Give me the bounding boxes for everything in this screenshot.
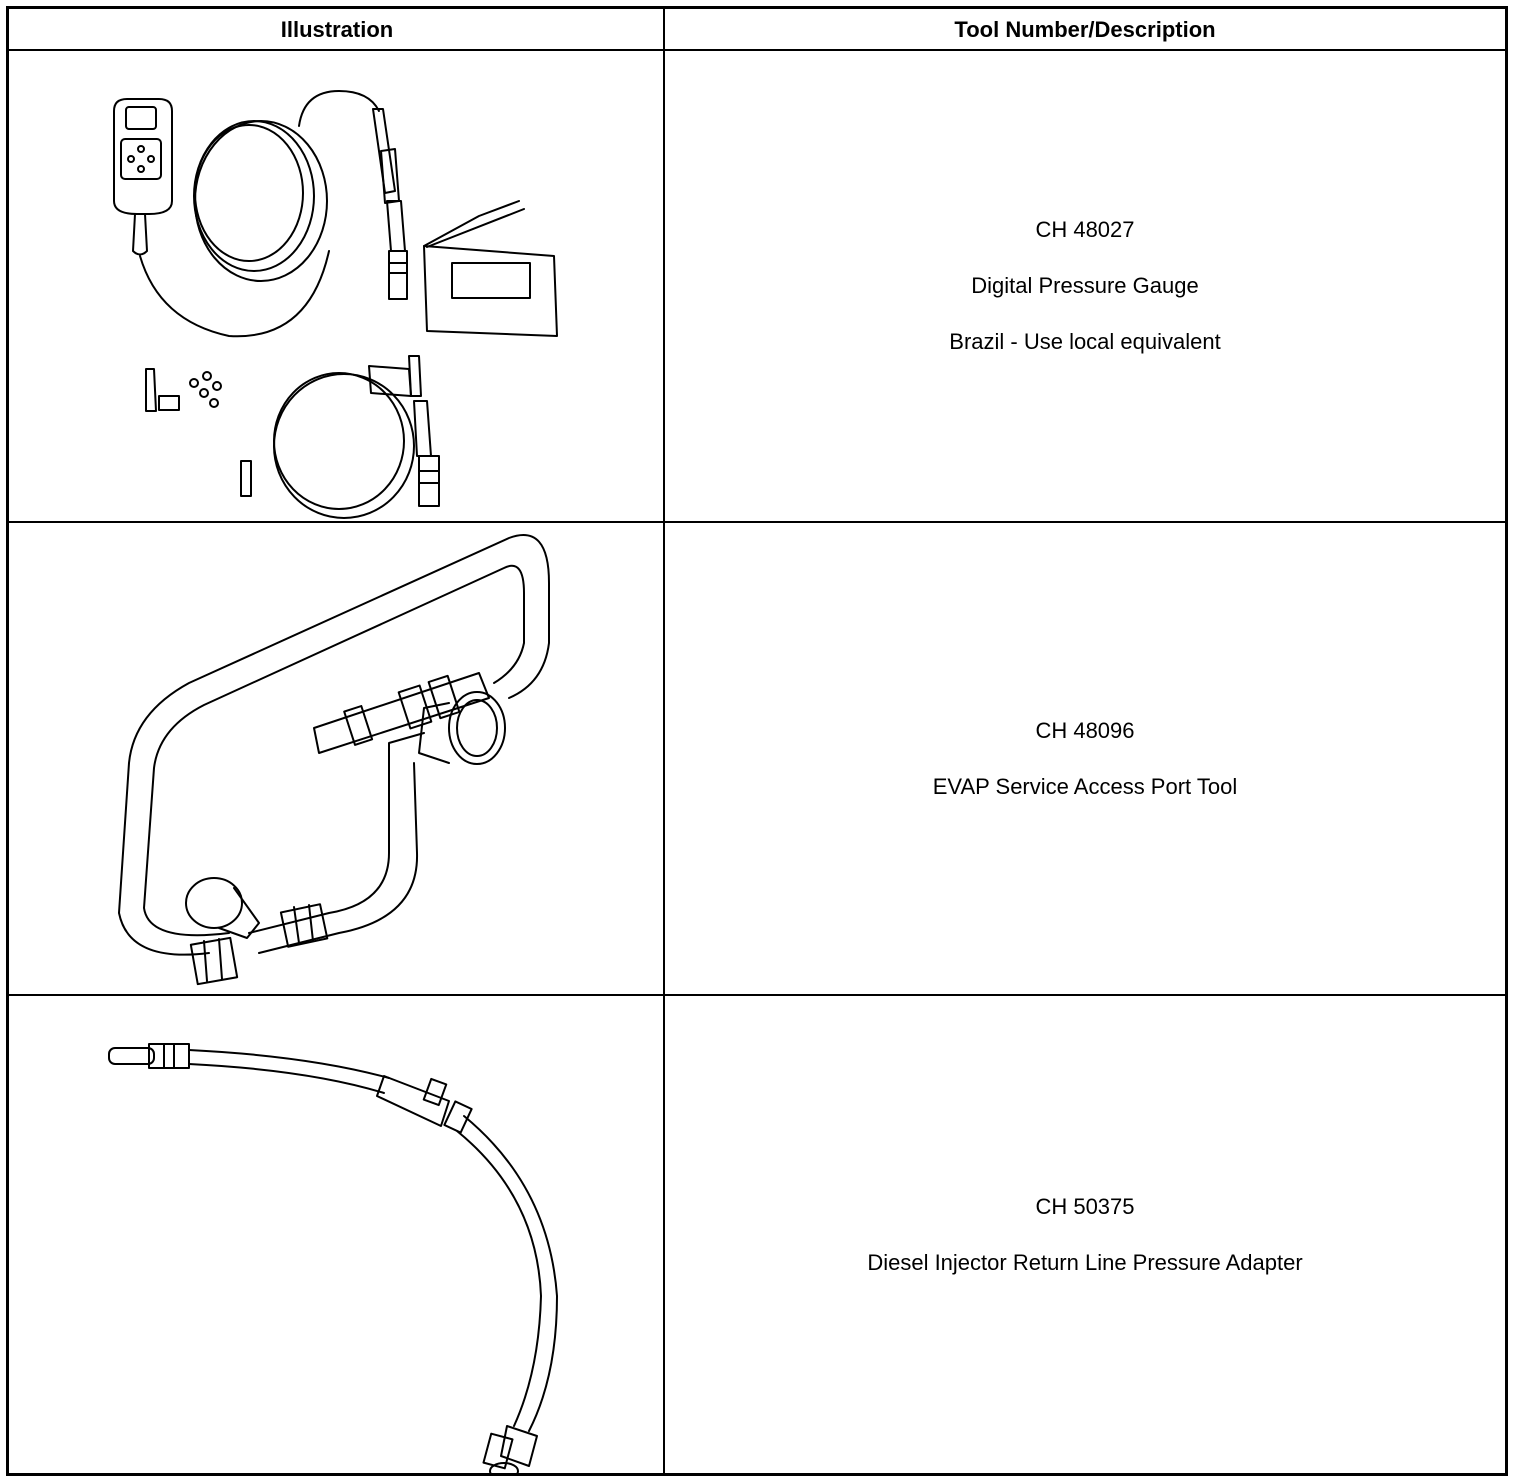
tool-table: Illustration Tool Number/Description (6, 6, 1508, 1476)
row-divider (9, 994, 1505, 996)
header-tool-description: Tool Number/Description (954, 17, 1216, 42)
row-divider (9, 521, 1505, 523)
header-illustration: Illustration (280, 17, 394, 42)
digital-pressure-gauge-kit-icon (113, 90, 558, 519)
table-row: CH 50375 Diesel Injector Return Line Pre… (9, 996, 1505, 1473)
illustration-cell (9, 523, 663, 994)
tool-number: CH 48096 (1035, 717, 1135, 743)
diesel-injector-return-line-adapter-icon (108, 1043, 558, 1473)
evap-service-access-port-tool-icon (118, 534, 550, 986)
tool-number: CH 50375 (1035, 1193, 1135, 1219)
description-cell: CH 50375 Diesel Injector Return Line Pre… (665, 996, 1505, 1473)
illustration-cell (9, 996, 663, 1473)
description-cell: CH 48096 EVAP Service Access Port Tool (665, 523, 1505, 994)
table-row: CH 48096 EVAP Service Access Port Tool (9, 523, 1505, 994)
tool-description: EVAP Service Access Port Tool (932, 773, 1238, 799)
description-cell: CH 48027 Digital Pressure Gauge Brazil -… (665, 51, 1505, 521)
tool-description: Digital Pressure Gauge (971, 273, 1199, 298)
column-divider (663, 9, 665, 1473)
header-divider (9, 49, 1505, 51)
table-row: CH 48027 Digital Pressure Gauge Brazil -… (9, 51, 1505, 521)
illustration-cell (9, 51, 663, 521)
table-header-row: Illustration Tool Number/Description (9, 9, 1505, 51)
tool-note: Brazil - Use local equivalent (949, 329, 1221, 354)
tool-number: CH 48027 (1035, 217, 1135, 242)
tool-description: Diesel Injector Return Line Pressure Ada… (867, 1249, 1303, 1275)
